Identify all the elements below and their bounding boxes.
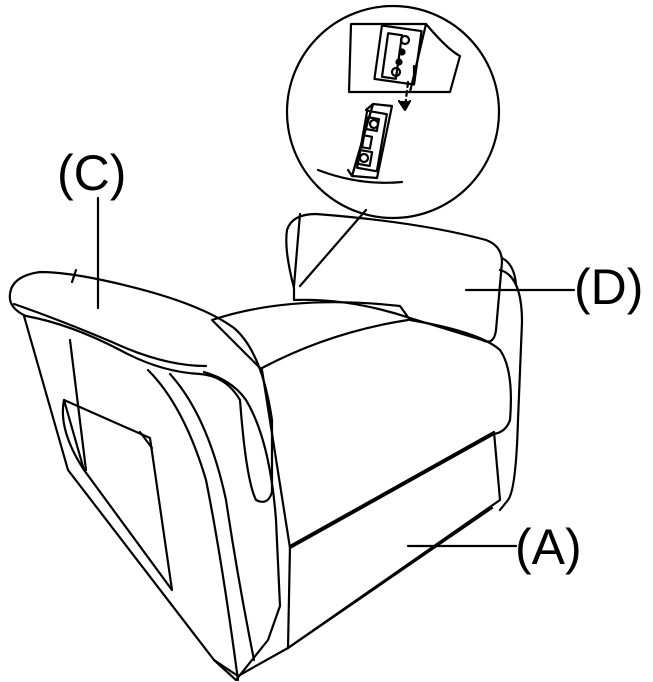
recliner-chair xyxy=(8,212,524,682)
backrest xyxy=(285,212,504,343)
seat-cushion xyxy=(210,301,512,550)
label-a: (A) xyxy=(515,519,582,575)
left-armrest xyxy=(8,270,274,503)
zoom-inset-pointer-lines xyxy=(292,208,368,288)
callout-lines xyxy=(96,196,576,548)
label-d: (D) xyxy=(574,259,644,315)
connector-socket xyxy=(346,102,394,180)
connector-plug xyxy=(347,22,462,94)
connect-arrow xyxy=(397,80,412,112)
chair-base xyxy=(286,430,502,650)
zoom-inset-circle xyxy=(285,4,501,220)
label-c: (C) xyxy=(57,145,127,201)
side-pocket xyxy=(62,398,174,592)
inset-seat-edge xyxy=(316,168,404,184)
zoom-inset xyxy=(285,4,501,288)
left-side-panel xyxy=(22,314,282,682)
right-side-panel xyxy=(498,268,524,512)
